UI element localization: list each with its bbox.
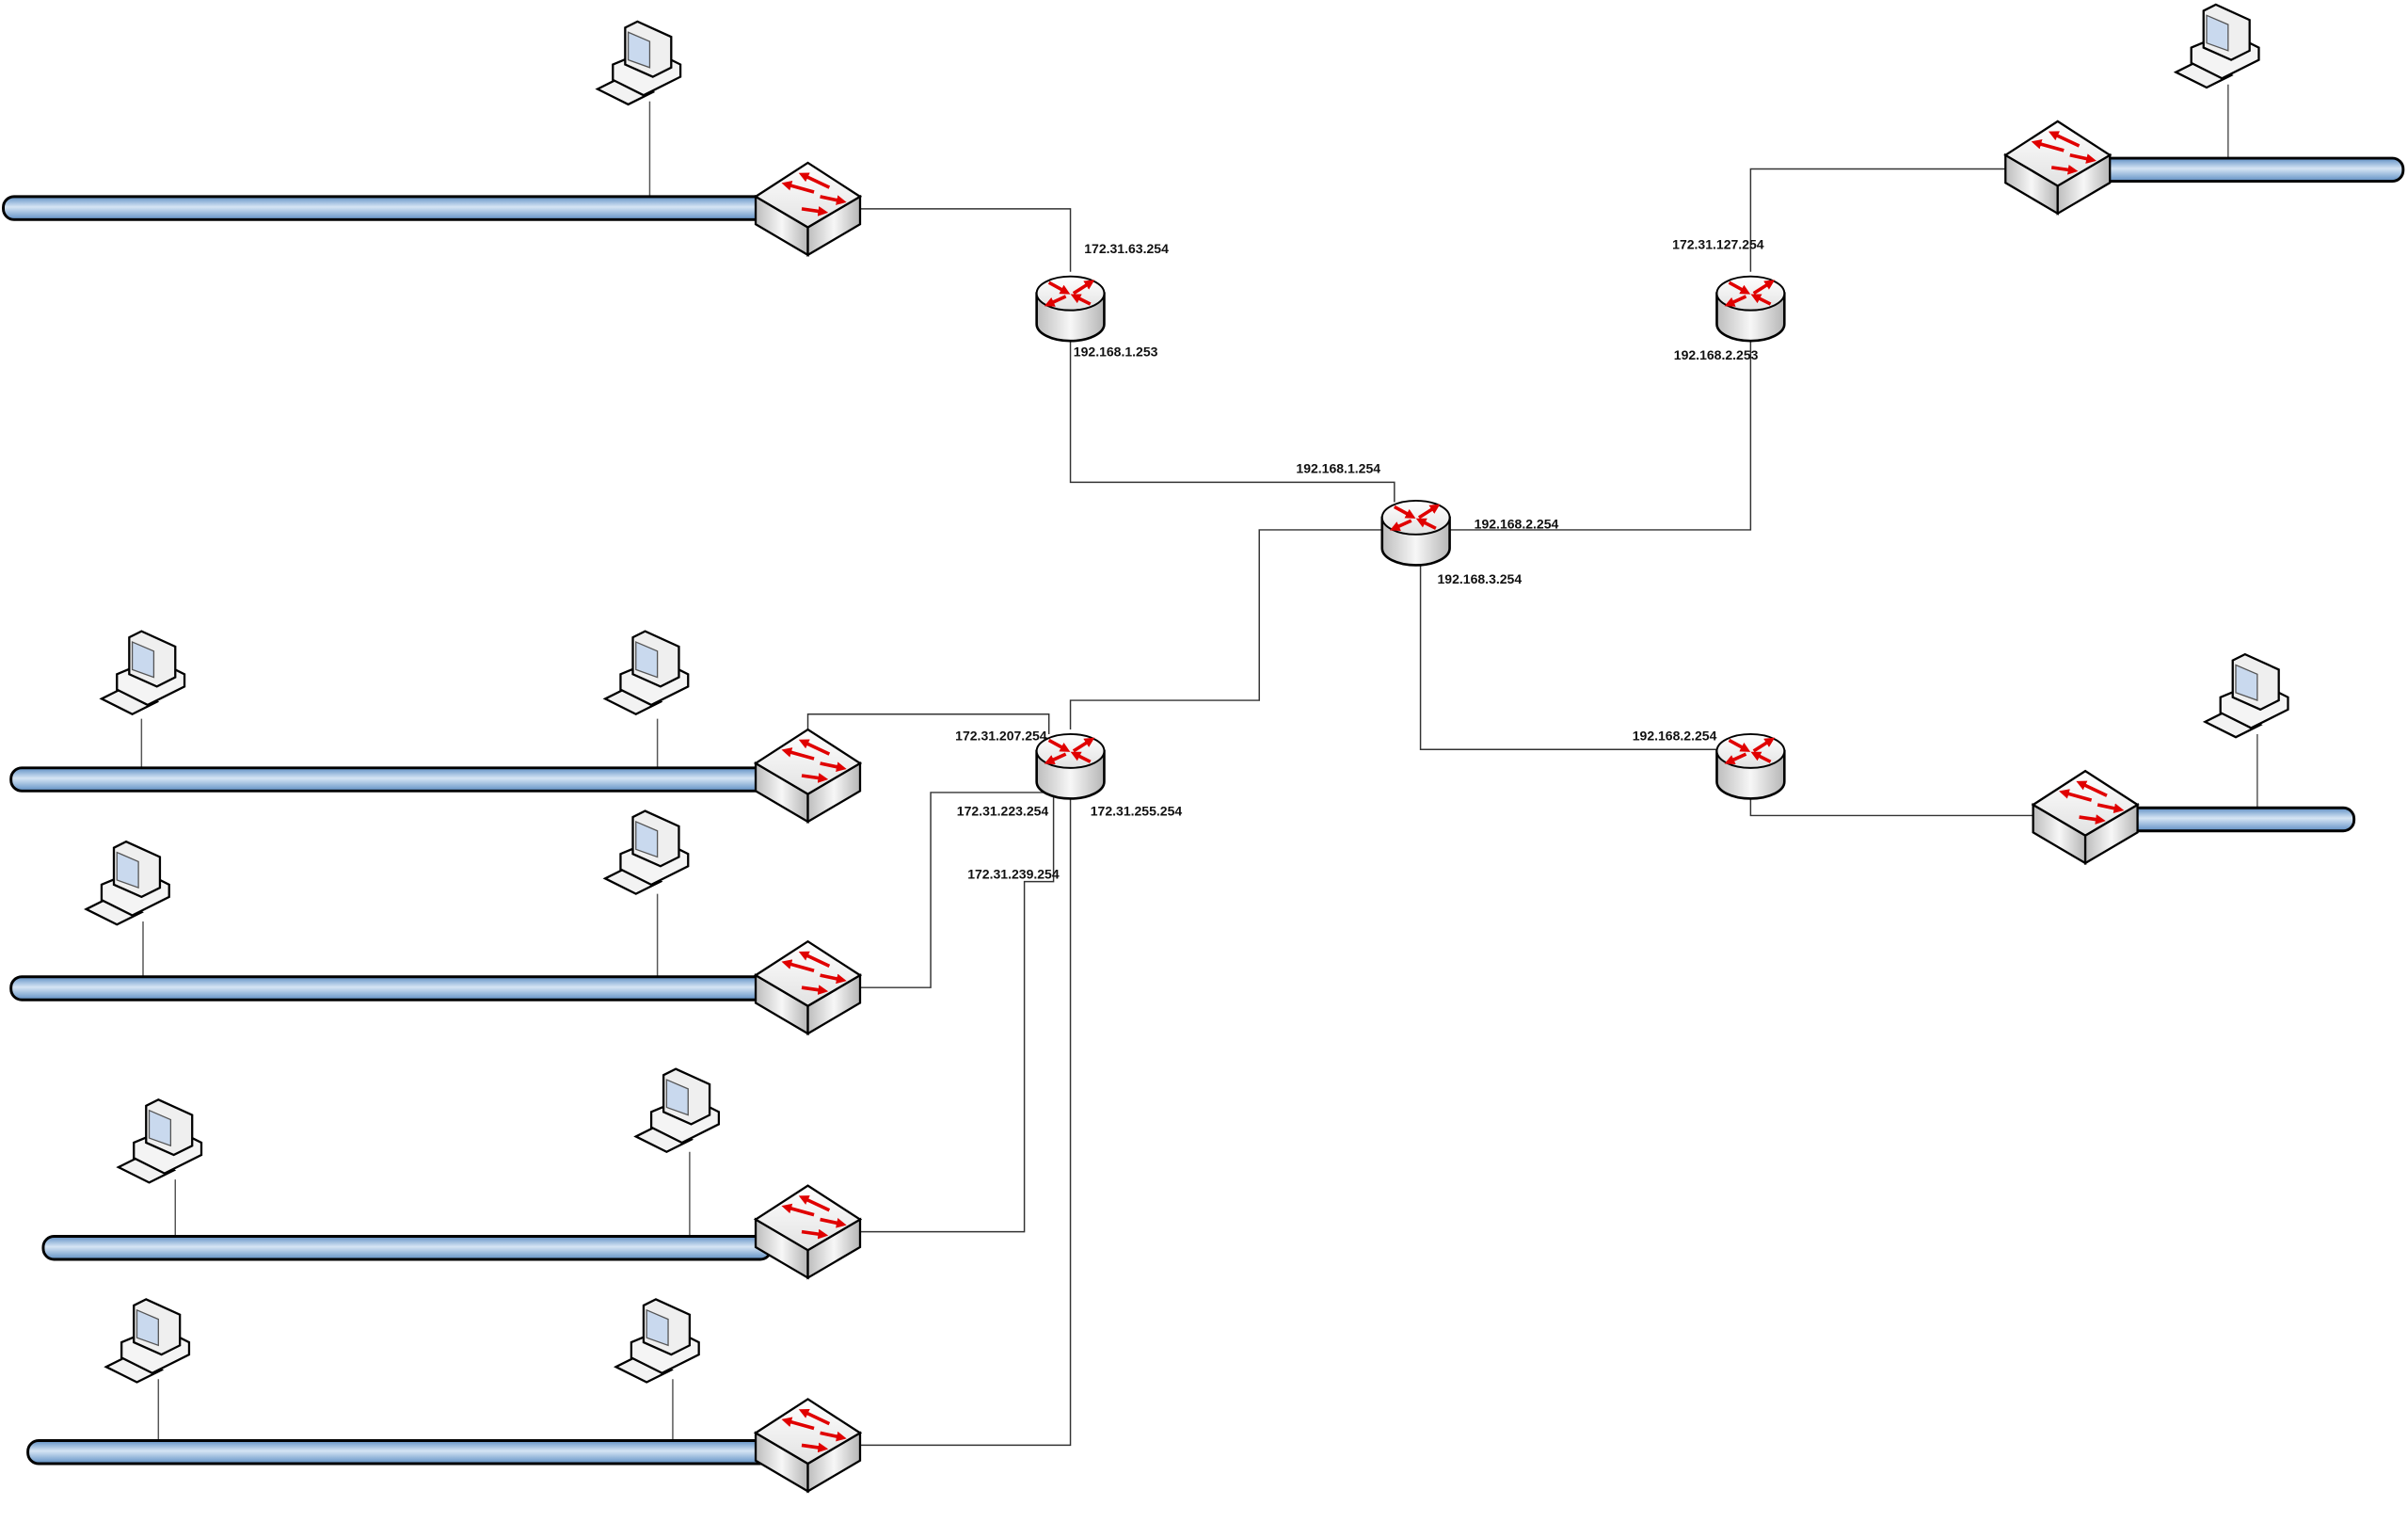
link-r5-s4 bbox=[860, 796, 1055, 1233]
lan-bus-2 bbox=[9, 766, 773, 793]
computer-icon[interactable] bbox=[604, 630, 690, 715]
switch-icon[interactable] bbox=[756, 729, 860, 822]
computer-icon[interactable] bbox=[2175, 3, 2260, 89]
link-r1-r2 bbox=[1069, 339, 1395, 503]
computer-icon[interactable] bbox=[117, 1098, 203, 1184]
router-icon[interactable] bbox=[1382, 501, 1450, 566]
link-r2-r4 bbox=[1419, 563, 1717, 750]
computer-icon[interactable] bbox=[634, 1067, 721, 1153]
link-r2-r5 bbox=[1069, 529, 1382, 730]
computer-icon[interactable] bbox=[614, 1298, 700, 1384]
ip-label: 172.31.239.254 bbox=[967, 866, 1060, 881]
ip-label: 172.31.127.254 bbox=[1672, 236, 1764, 251]
computer-icon[interactable] bbox=[100, 630, 186, 715]
ip-label: 192.168.2.254 bbox=[1633, 728, 1717, 743]
ip-labels: 172.31.63.254 192.168.1.253 192.168.1.25… bbox=[955, 236, 1764, 881]
ip-label: 192.168.3.254 bbox=[1438, 571, 1523, 586]
lan-bus-6 bbox=[2095, 156, 2405, 184]
ip-label: 192.168.2.253 bbox=[1674, 347, 1759, 362]
computer-icon[interactable] bbox=[596, 20, 682, 106]
pc-drops bbox=[140, 84, 2258, 1441]
link-r5-s3 bbox=[860, 792, 1054, 988]
switch-icon[interactable] bbox=[756, 163, 860, 255]
ip-label: 172.31.223.254 bbox=[957, 803, 1049, 818]
computer-icon[interactable] bbox=[85, 841, 170, 926]
link-r4-s7 bbox=[1749, 796, 2033, 817]
computer-icon[interactable] bbox=[2204, 652, 2289, 739]
lan-bus-3 bbox=[9, 975, 773, 1001]
link-s1-r1 bbox=[860, 208, 1072, 272]
link-r2-r3 bbox=[1449, 339, 1752, 531]
switch-icon[interactable] bbox=[2005, 121, 2110, 214]
link-r5-s2 bbox=[806, 713, 1050, 734]
router-icon[interactable] bbox=[1716, 277, 1784, 342]
lan-bus-4 bbox=[41, 1235, 773, 1261]
switch-icon[interactable] bbox=[756, 1399, 860, 1491]
ip-label: 192.168.2.254 bbox=[1475, 516, 1559, 531]
ip-label: 192.168.1.253 bbox=[1074, 344, 1158, 360]
ip-label: 172.31.207.254 bbox=[955, 728, 1047, 743]
ip-label: 172.31.255.254 bbox=[1091, 803, 1183, 818]
switch-icon[interactable] bbox=[2033, 771, 2138, 863]
router-icon[interactable] bbox=[1037, 277, 1105, 342]
links bbox=[806, 168, 2033, 1447]
link-r5-s5 bbox=[860, 796, 1072, 1447]
lan-bus-5 bbox=[26, 1439, 773, 1466]
computer-icon[interactable] bbox=[104, 1298, 191, 1384]
lan-bus-1 bbox=[2, 195, 773, 221]
lan-bus-7 bbox=[2125, 806, 2356, 833]
computer-icon[interactable] bbox=[604, 809, 690, 895]
ip-label: 172.31.63.254 bbox=[1084, 241, 1169, 256]
router-icon[interactable] bbox=[1037, 734, 1105, 799]
link-r3-s6 bbox=[1749, 168, 2006, 272]
ip-label: 192.168.1.254 bbox=[1296, 461, 1380, 476]
router-icon[interactable] bbox=[1716, 734, 1784, 799]
switch-icon[interactable] bbox=[756, 1186, 860, 1278]
switch-icon[interactable] bbox=[756, 941, 860, 1033]
